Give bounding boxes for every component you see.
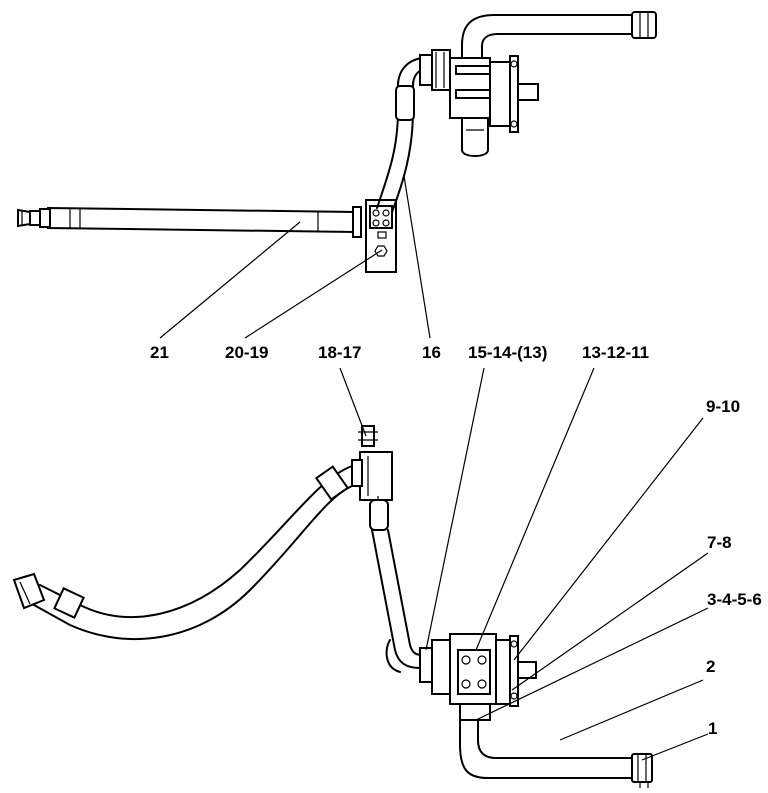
pump-inlet-tube xyxy=(369,499,423,673)
leader-lines xyxy=(159,175,709,761)
label-7-8: 7-8 xyxy=(707,533,732,552)
hose-16 xyxy=(376,57,425,213)
label-1: 1 xyxy=(708,719,717,738)
label-21: 21 xyxy=(150,343,169,362)
main-suction-hose xyxy=(12,465,353,641)
pump-body xyxy=(419,633,537,721)
tube-21 xyxy=(17,206,362,238)
lower-assembly xyxy=(12,425,653,788)
upper-assembly xyxy=(17,11,657,273)
label-13-12-11: 13-12-11 xyxy=(582,343,649,362)
label-15-14-13: 15-14-(13) xyxy=(468,343,547,362)
part-labels: 21 20-19 16 18-17 15-14-(13) 13-12-11 9-… xyxy=(150,343,762,738)
upper-valve-unit xyxy=(419,11,657,157)
outlet-pipe-2 xyxy=(459,719,653,788)
label-18-17: 18-17 xyxy=(318,343,361,362)
label-16: 16 xyxy=(422,343,441,362)
label-2: 2 xyxy=(706,657,715,676)
fitting-18-17 xyxy=(351,425,393,501)
label-20-19: 20-19 xyxy=(225,343,268,362)
label-9-10: 9-10 xyxy=(706,397,740,416)
label-3-4-5-6: 3-4-5-6 xyxy=(707,590,762,609)
